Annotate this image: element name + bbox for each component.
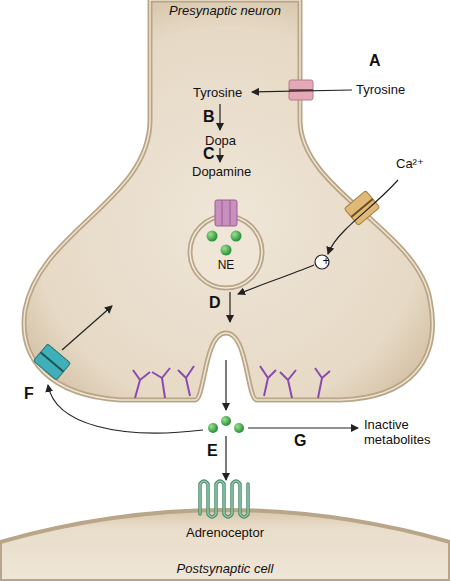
callout-letter: D [209, 294, 221, 312]
presynaptic-terminal-outline [0, 0, 450, 420]
reuptake-arrow [62, 306, 112, 350]
tyrosine-transporter [289, 80, 313, 100]
calcium-arrow [328, 180, 398, 254]
callout-letter: G [294, 432, 306, 450]
snare-proteins [133, 366, 330, 398]
callout-letter: B [203, 108, 215, 126]
stimulus-arrow [238, 265, 314, 294]
storage-vesicle: NE [188, 214, 264, 290]
release-arrow [229, 292, 230, 322]
node-label: Postsynaptic cell [0, 561, 450, 576]
callout-letter: F [24, 385, 34, 403]
substance-label: Tyrosine [356, 82, 405, 97]
ne-molecules [208, 416, 244, 433]
storage-vesicle-outline [188, 214, 264, 290]
reuptake-transporter [33, 344, 70, 380]
node-label: Adrenoceptor [175, 525, 275, 540]
vesicle-transporter [215, 200, 237, 226]
calcium-channel [344, 191, 380, 226]
step-arrow [219, 148, 220, 162]
node-label: NE [188, 258, 264, 273]
step-arrow [219, 104, 220, 130]
node-label: Presynaptic neuron [0, 3, 450, 18]
callout-letter: C [203, 145, 215, 163]
callout-letter: E [207, 442, 218, 460]
uptake-arrow [252, 90, 352, 92]
substance-label: Dopamine [192, 164, 251, 179]
ion-label: Ca²⁺ [396, 156, 424, 171]
plus-sign: + [318, 254, 334, 269]
substance-label: Tyrosine [193, 85, 242, 100]
callout-letter: A [369, 52, 381, 70]
binding-arrow [225, 436, 226, 480]
reuptake-arrow [48, 385, 203, 433]
metabolism-arrow [248, 427, 358, 428]
presynaptic-terminal: Presynaptic neuronNE [0, 0, 450, 420]
exocytosis-arrow [225, 360, 226, 410]
product-label: Inactive metabolites [364, 417, 448, 447]
postsynaptic-cell: AdrenoceptorPostsynaptic cell [0, 470, 450, 581]
